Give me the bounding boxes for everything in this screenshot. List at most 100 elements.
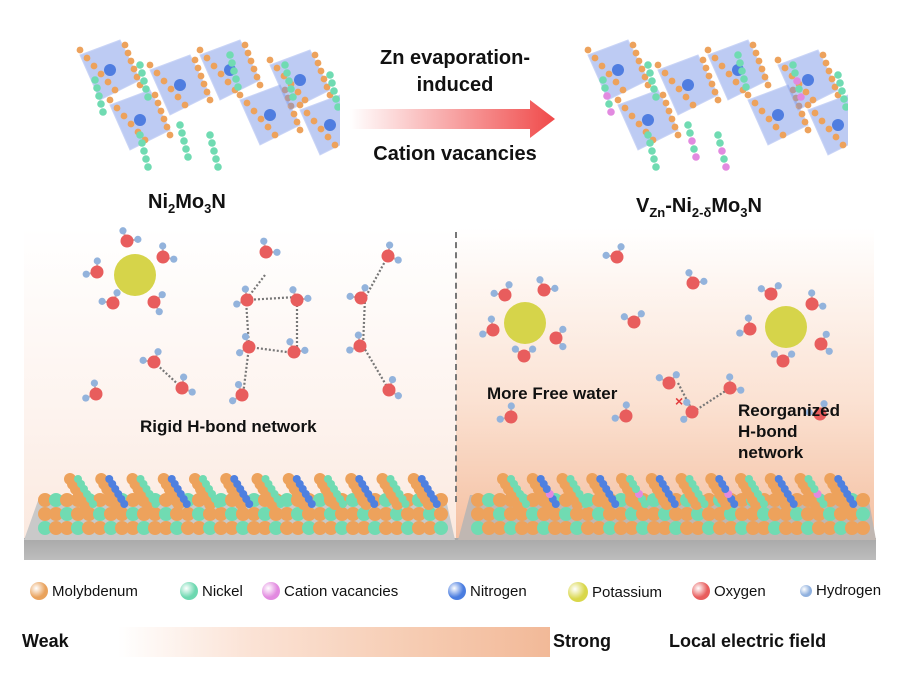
mo-atom [764,81,772,89]
mo-atom [106,96,114,104]
slab-atom [493,521,507,535]
ni-atom [599,76,607,84]
ni-atom [648,77,656,85]
hydrogen-atom [236,349,244,357]
slab-atom [658,521,672,535]
slab-atom [93,507,107,521]
mo-atom [281,86,289,94]
slab-mo-atom [497,473,509,485]
mo-center-atom [264,109,276,121]
slab-atom [236,521,250,535]
ni-atom [178,129,186,137]
hydrogen-atom [655,374,663,382]
hydrogen-atom [622,401,630,409]
slab-atom [801,521,815,535]
slab-mo-atom [95,473,108,485]
oxygen-atom [619,409,633,423]
oxygen-atom [147,355,161,369]
hydrogen-atom [134,235,142,243]
oxygen-atom [90,265,104,279]
hydrogen-atom [301,346,309,354]
ni-atom [140,77,148,85]
slab-atom [105,475,114,483]
slab-atom [526,521,540,535]
slab-atom [324,475,332,483]
mo-atom [256,81,264,89]
hydrogen-atom [529,345,537,353]
slab-atom [823,507,837,521]
oxygen-atom [287,345,301,359]
slab-atom [417,475,426,483]
mo-atom [113,104,121,112]
slab-atom [434,507,448,521]
mo-atom [314,59,322,67]
slab-atom [192,507,206,521]
ni-atom [208,139,216,147]
oxygen-atom [381,249,395,263]
ni-atom [138,69,146,77]
ni-atom [232,75,240,83]
slab-atom [768,507,782,521]
ni-atom [281,61,289,69]
hydrogen-atom [757,285,765,293]
slab-atom [258,521,272,535]
mo-atom [584,46,592,54]
slab-atom [768,521,782,535]
slab-mo-atom [282,473,295,485]
slab-mo-atom [376,473,389,485]
hydrogen-atom [770,350,778,358]
ni-atom [738,67,746,75]
mo-atom [191,56,199,64]
mo-center-atom [104,64,116,76]
slab-atom [137,507,151,521]
ni-atom [834,71,842,79]
mo-atom [718,62,726,70]
ni-atom [99,108,107,116]
label-line: Reorganized [738,401,841,420]
slab-atom [247,521,261,535]
hydrogen-atom [158,291,166,299]
legend-item: Molybdenum [30,582,138,600]
mo-atom [124,49,132,57]
hydrogen-atom [159,242,167,250]
mo-atom [641,73,649,81]
formula-part: Mo [175,191,205,213]
ni-atom [182,145,190,153]
mo-atom [689,101,697,109]
slab-atom [313,521,327,535]
oxygen-atom [813,407,827,421]
hydrogen-atom [551,284,559,292]
slab-atom [93,521,107,535]
slab-atom [423,521,437,535]
ni-atom [136,131,144,139]
formula-part: Mo [711,195,741,217]
slab-mo-atom [157,473,170,485]
legend-item: Cation vacancies [262,582,398,600]
slab-atom [434,521,448,535]
mo-atom [675,85,683,93]
vacancy-site [688,137,696,145]
hydrogen-atom [505,281,513,289]
hydrogen-atom [620,313,628,321]
hydrogen-atom [155,308,163,316]
oxygen-atom [242,340,256,354]
ni-atom [136,61,144,69]
hydrogen-atom [394,392,402,400]
hydrogen-atom [602,251,610,259]
slab-atom [757,521,771,535]
slab-atom [779,521,793,535]
mo-atom [293,118,301,126]
slab-atom [669,521,683,535]
substrate [24,538,876,560]
mo-atom [629,41,637,49]
slab-atom [136,475,145,483]
mo-atom [244,49,252,57]
mo-atom [832,133,840,141]
slab-mo-atom [616,473,628,485]
legend-item: Hydrogen [800,582,881,599]
slab-atom [596,475,605,483]
slab-atom [647,507,661,521]
formula-part: -Ni [665,195,692,217]
mo-atom [247,57,255,65]
slab-atom [302,521,316,535]
